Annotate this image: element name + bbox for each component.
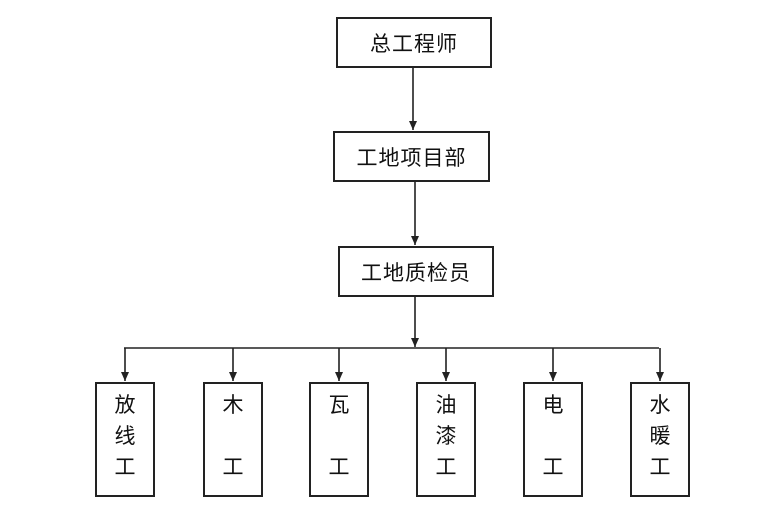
node-site-quality-inspector: 工地质检员 <box>338 246 494 297</box>
label-char: 工 <box>649 455 671 479</box>
node-worker-plumber-label: 水 暖 工 <box>632 390 688 483</box>
node-worker-electrician: 电 工 <box>523 382 583 497</box>
node-worker-carpenter-label: 木 工 <box>205 390 261 483</box>
label-char: 暖 <box>649 424 671 448</box>
node-worker-painter: 油 漆 工 <box>416 382 476 497</box>
label-char: 木 <box>222 393 244 417</box>
label-char: 水 <box>649 393 671 417</box>
node-site-quality-inspector-label: 工地质检员 <box>361 260 471 285</box>
label-char: 漆 <box>435 424 457 448</box>
node-worker-plumber: 水 暖 工 <box>630 382 690 497</box>
label-char: 工 <box>114 455 136 479</box>
label-char: 电 <box>542 393 564 417</box>
node-chief-engineer-label: 总工程师 <box>370 31 458 56</box>
node-worker-tiler-label: 瓦 工 <box>311 390 367 483</box>
node-worker-electrician-label: 电 工 <box>525 390 581 483</box>
node-worker-layout: 放 线 工 <box>95 382 155 497</box>
node-worker-tiler: 瓦 工 <box>309 382 369 497</box>
node-worker-layout-label: 放 线 工 <box>97 390 153 483</box>
node-site-project-office-label: 工地项目部 <box>356 145 467 170</box>
label-char: 工 <box>435 455 457 479</box>
label-char: 油 <box>435 393 457 417</box>
label-char: 放 <box>114 393 136 417</box>
label-char: 瓦 <box>328 393 350 417</box>
node-chief-engineer: 总工程师 <box>336 17 492 68</box>
node-site-project-office: 工地项目部 <box>333 131 490 182</box>
node-worker-carpenter: 木 工 <box>203 382 263 497</box>
node-worker-painter-label: 油 漆 工 <box>418 390 474 483</box>
label-char: 工 <box>222 455 244 479</box>
label-char: 工 <box>542 455 564 479</box>
label-char: 工 <box>328 455 350 479</box>
label-char: 线 <box>114 424 136 448</box>
